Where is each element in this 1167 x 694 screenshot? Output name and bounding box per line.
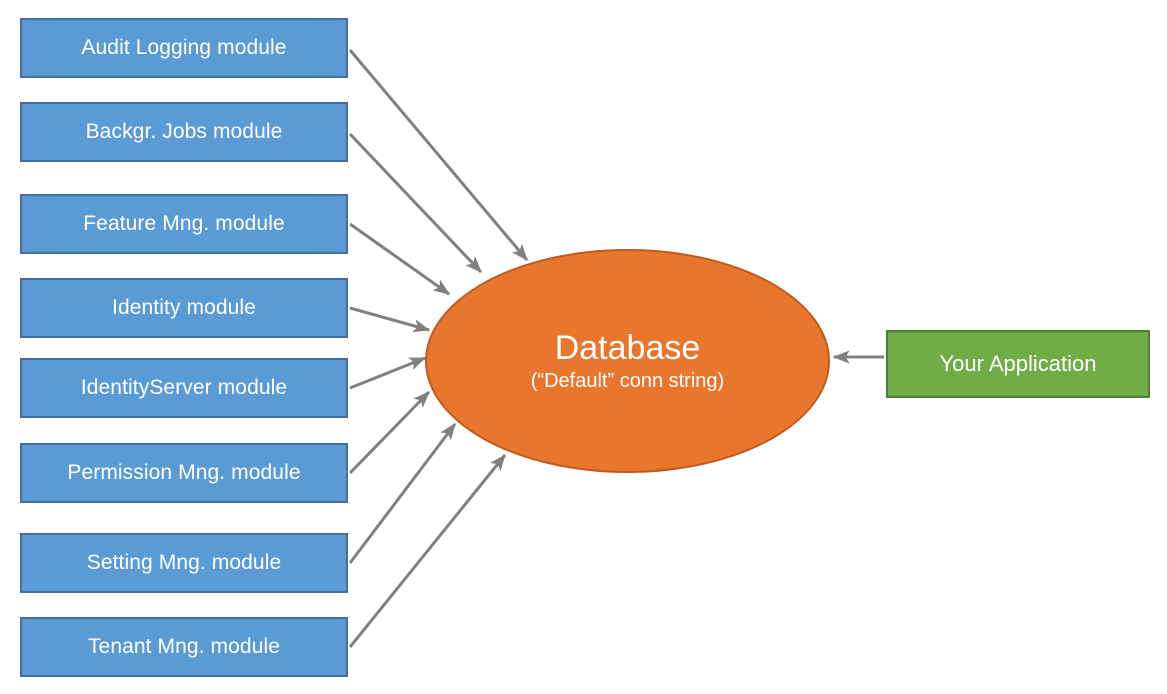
your-application-node[interactable]: Your Application [886, 330, 1150, 398]
module-label: Setting Mng. module [86, 551, 282, 575]
module-label: Permission Mng. module [67, 461, 301, 485]
database-subtitle: (“Default” conn string) [530, 370, 725, 393]
module-box-audit-logging[interactable]: Audit Logging module [20, 18, 348, 78]
connector-arrow [348, 132, 483, 274]
module-box-tenant-management[interactable]: Tenant Mng. module [20, 617, 348, 677]
module-label: Identity module [112, 296, 256, 320]
module-label: Backgr. Jobs module [85, 120, 283, 144]
module-label: Audit Logging module [81, 36, 287, 60]
connector-arrow [349, 306, 431, 333]
module-box-background-jobs[interactable]: Backgr. Jobs module [20, 102, 348, 162]
module-box-identity[interactable]: Identity module [20, 278, 348, 338]
module-box-identityserver[interactable]: IdentityServer module [20, 358, 348, 418]
module-label: Feature Mng. module [83, 212, 285, 236]
connector-arrow [348, 390, 431, 475]
module-label: Tenant Mng. module [87, 635, 281, 659]
module-label: IdentityServer module [80, 376, 288, 400]
database-title: Database [554, 328, 701, 367]
module-box-feature-management[interactable]: Feature Mng. module [20, 194, 348, 254]
connector-arrow [349, 356, 427, 390]
connector-arrow [349, 222, 450, 296]
your-application-label: Your Application [939, 351, 1097, 376]
module-box-permission-management[interactable]: Permission Mng. module [20, 443, 348, 503]
connector-arrow [348, 454, 507, 648]
database-node[interactable]: Database (“Default” conn string) [425, 249, 830, 473]
connector-arrow [348, 423, 457, 564]
connector-arrow [348, 49, 529, 261]
module-box-setting-management[interactable]: Setting Mng. module [20, 533, 348, 593]
